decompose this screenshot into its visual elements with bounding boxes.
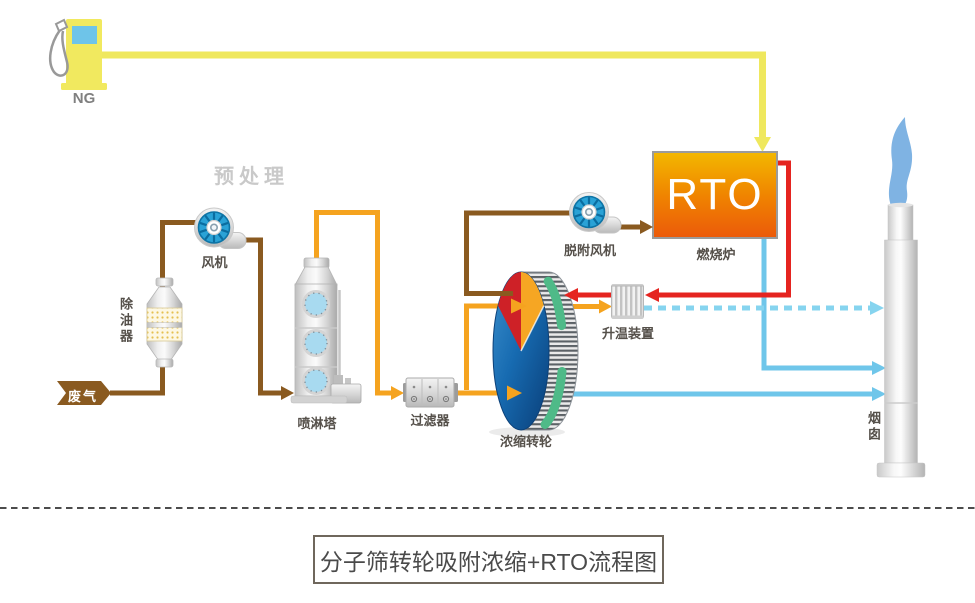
oil-remover-vessel (146, 277, 183, 368)
furnace-label: 燃烧炉 (696, 247, 736, 262)
chimney-label: 烟囱 (866, 411, 881, 443)
rto-furnace-box (652, 151, 778, 239)
filter-label: 过滤器 (410, 413, 450, 428)
fan-label: 风机 (201, 255, 228, 270)
spray-tower-label: 喷淋塔 (297, 416, 337, 431)
spray-tower-icon (290, 257, 362, 404)
ng-pump-icon (48, 18, 107, 90)
overlay-arrows (507, 288, 611, 401)
clean-air-lines (558, 238, 886, 401)
fan-icon (193, 206, 248, 250)
ng-fuel-line (100, 51, 771, 152)
flame-icon (888, 117, 913, 206)
rotary-wheel-icon (489, 271, 579, 437)
heater-label: 升温装置 (601, 326, 654, 341)
chimney-icon (876, 117, 926, 478)
heater-icon (611, 284, 644, 319)
bypass-dashed-line (644, 301, 884, 315)
rto-text: RTO (666, 170, 764, 219)
desorption-fan-label: 脱附风机 (563, 243, 616, 258)
desorption-fan-icon (568, 191, 623, 235)
diagram-title: 分子筛转轮吸附浓缩+RTO流程图 (313, 535, 664, 584)
filter-icon (403, 377, 458, 408)
ng-label: NG (72, 90, 96, 107)
oil-remover-label: 除油器 (118, 297, 133, 345)
waste-gas-banner (57, 381, 111, 405)
hot-gas-line (645, 160, 791, 302)
rotary-wheel-label: 浓缩转轮 (499, 434, 552, 449)
waste-gas-label: 废气 (67, 389, 98, 404)
pretreatment-section-label: 预处理 (214, 166, 289, 188)
